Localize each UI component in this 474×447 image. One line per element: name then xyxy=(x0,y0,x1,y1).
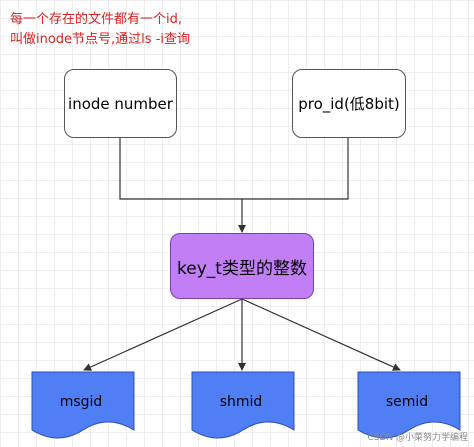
pro-id-node: pro_id(低8bit) xyxy=(292,69,406,138)
document-shape-shmid xyxy=(191,371,295,439)
semid-label: semid xyxy=(385,394,429,410)
arrow-key-to-semid xyxy=(241,298,401,371)
inode-note: 每一个存在的文件都有一个id, 叫做inode节点号,通过ls -i查询 xyxy=(10,12,191,47)
connector-proid-to-key xyxy=(242,138,349,200)
key-t-label: key_t类型的整数 xyxy=(177,258,307,279)
arrow-key-to-msgid xyxy=(83,298,243,371)
pro-id-label: pro_id(低8bit) xyxy=(298,95,400,113)
key-t-node: key_t类型的整数 xyxy=(170,233,314,299)
watermark: CSDN @小菜努力学编程 xyxy=(367,433,468,443)
msgid-label: msgid xyxy=(59,394,103,410)
inode-number-node: inode number xyxy=(64,69,177,138)
inode-number-label: inode number xyxy=(68,94,173,113)
document-shape-semid xyxy=(357,371,461,439)
document-shape-msgid xyxy=(31,371,135,439)
connector-inode-to-key xyxy=(119,138,242,200)
shmid-label: shmid xyxy=(219,394,263,410)
